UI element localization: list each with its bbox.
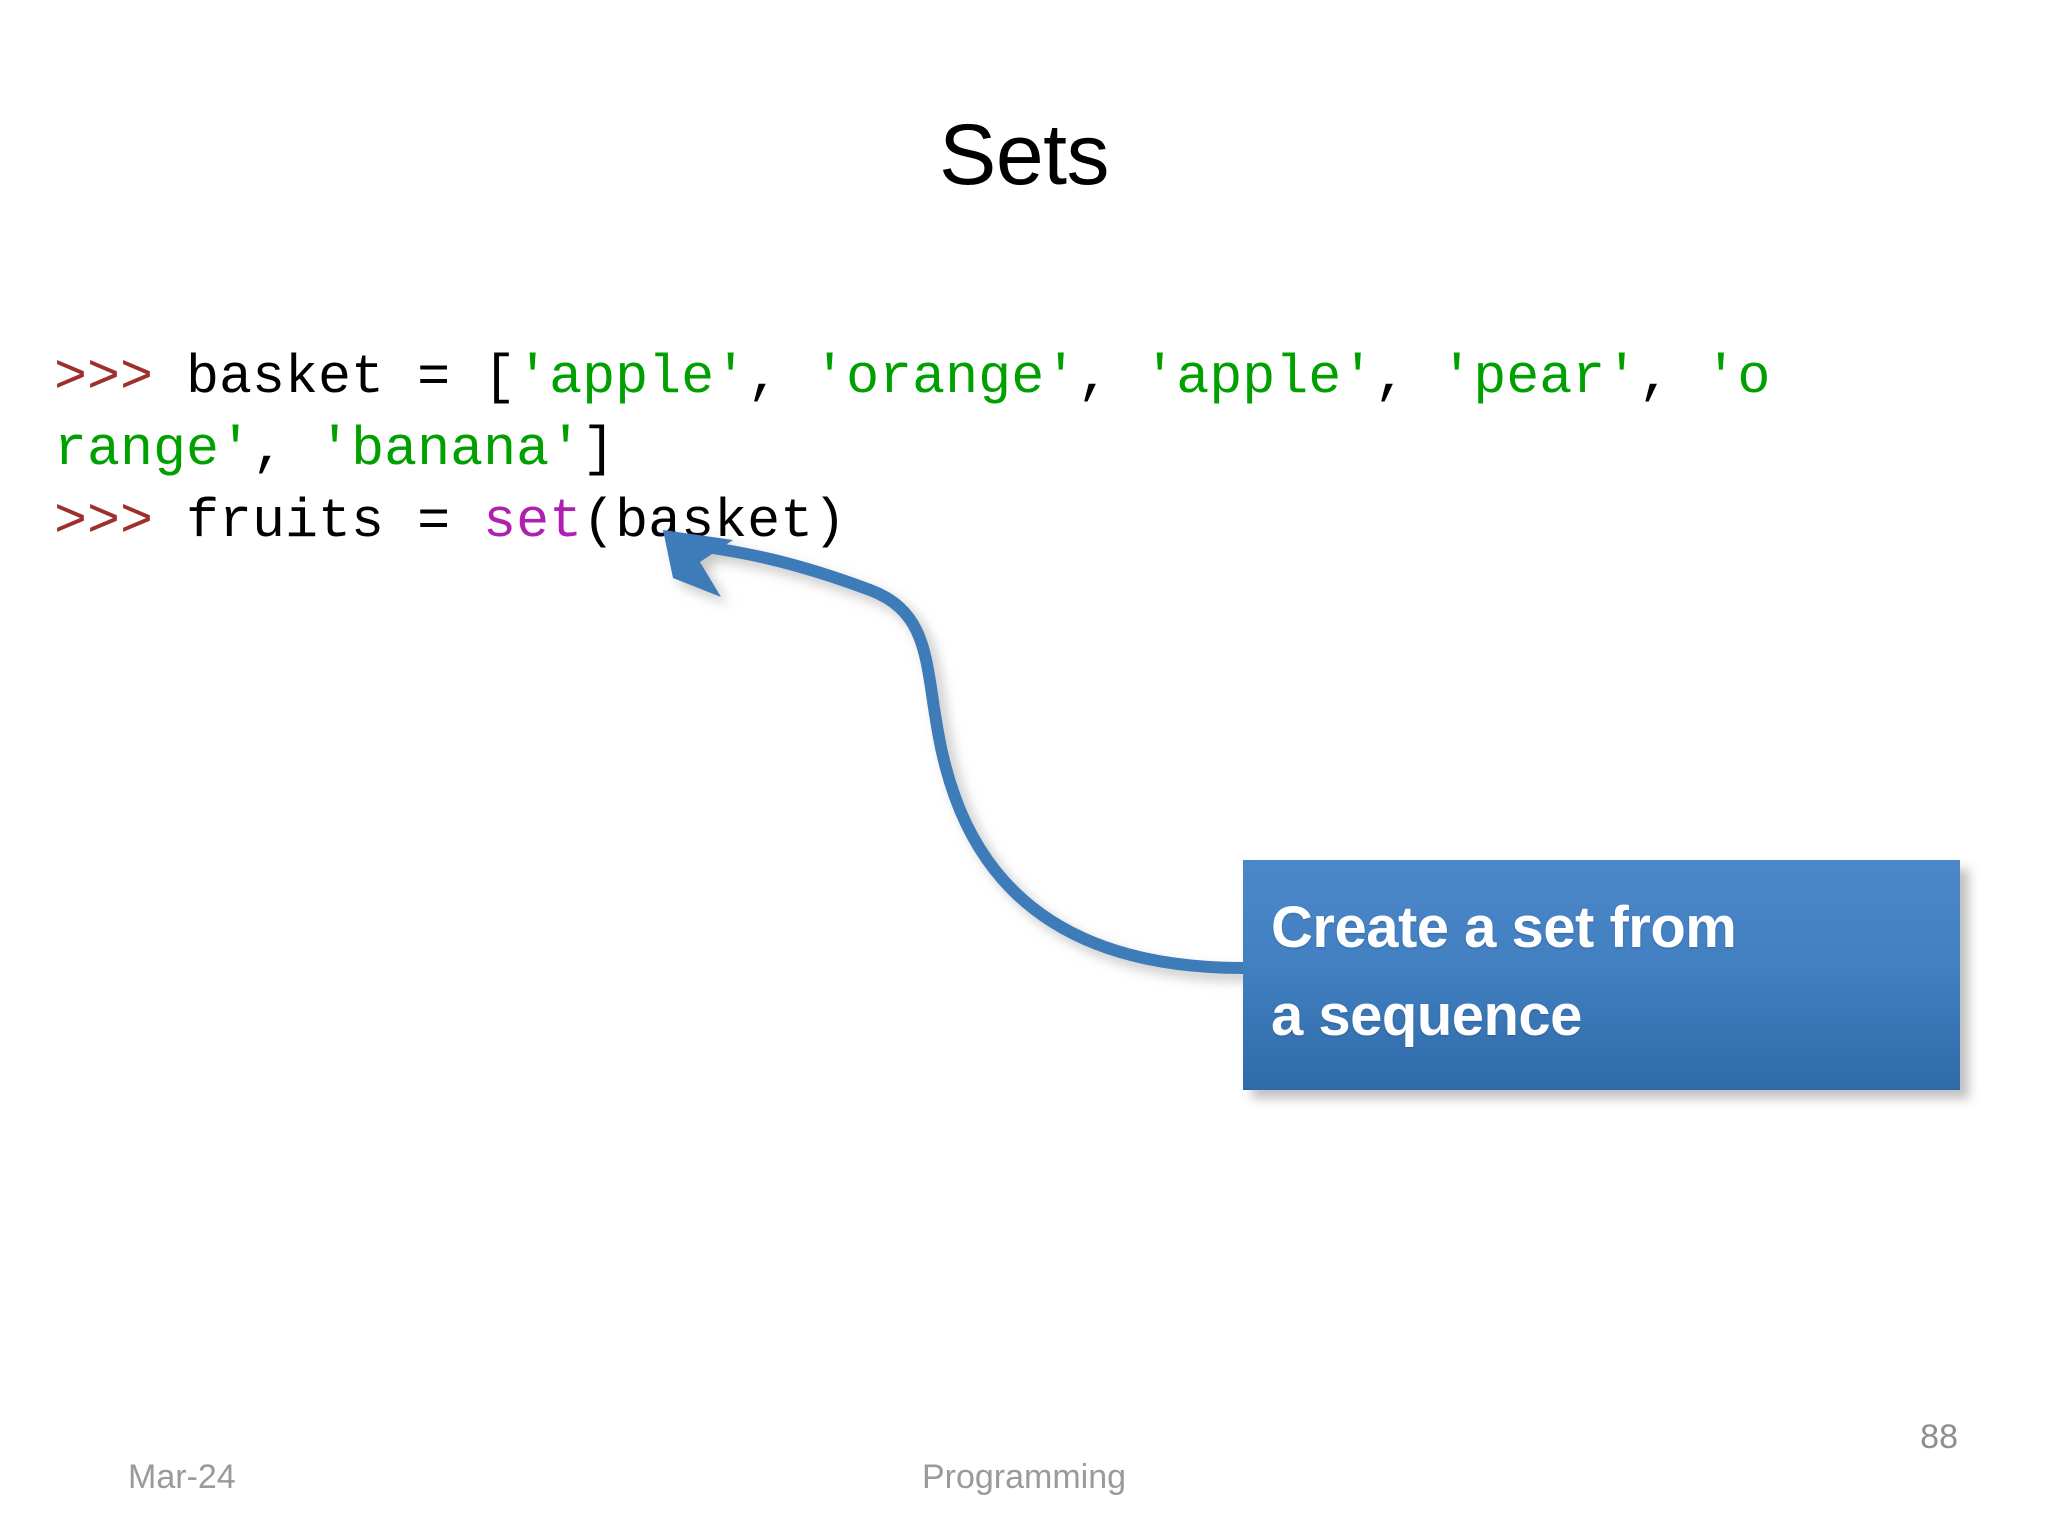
- code-token-plain: (basket): [582, 490, 847, 553]
- code-token-string: 'pear': [1440, 346, 1639, 409]
- code-token-string: 'orange': [813, 346, 1078, 409]
- code-token-string: 'o: [1704, 346, 1771, 409]
- code-token-plain: ,: [1077, 346, 1144, 409]
- code-token-plain: ,: [252, 418, 319, 481]
- code-token-prompt: >>>: [54, 346, 187, 409]
- code-token-plain: ,: [1374, 346, 1441, 409]
- code-token-plain: fruits =: [186, 490, 484, 553]
- code-token-plain: ]: [582, 418, 616, 481]
- code-token-string: 'apple': [1143, 346, 1375, 409]
- footer-subject: Programming: [921, 1458, 1127, 1496]
- footer-date: Mar-24: [128, 1458, 236, 1496]
- code-line-3: >>> fruits = set(basket): [54, 486, 2048, 558]
- code-line-2: range', 'banana']: [54, 414, 2048, 486]
- code-token-string: range': [54, 418, 253, 481]
- code-token-plain: basket = [: [186, 346, 517, 409]
- code-line-1: >>> basket = ['apple', 'orange', 'apple'…: [54, 342, 2048, 414]
- code-token-plain: ,: [747, 346, 814, 409]
- code-token-string: 'apple': [516, 346, 748, 409]
- code-token-plain: ,: [1638, 346, 1705, 409]
- code-token-prompt: >>>: [54, 490, 187, 553]
- callout-box[interactable]: Create a set from a sequence: [1243, 860, 1960, 1090]
- page-number: 88: [1920, 1418, 1958, 1456]
- callout-label: Create a set from a sequence: [1271, 895, 1737, 1048]
- code-token-string: 'banana': [318, 418, 583, 481]
- arrow-curve-path: [694, 540, 1249, 974]
- code-token-builtin: set: [483, 490, 583, 553]
- page-title: Sets: [938, 107, 1110, 203]
- code-block: >>> basket = ['apple', 'orange', 'apple'…: [54, 342, 2048, 558]
